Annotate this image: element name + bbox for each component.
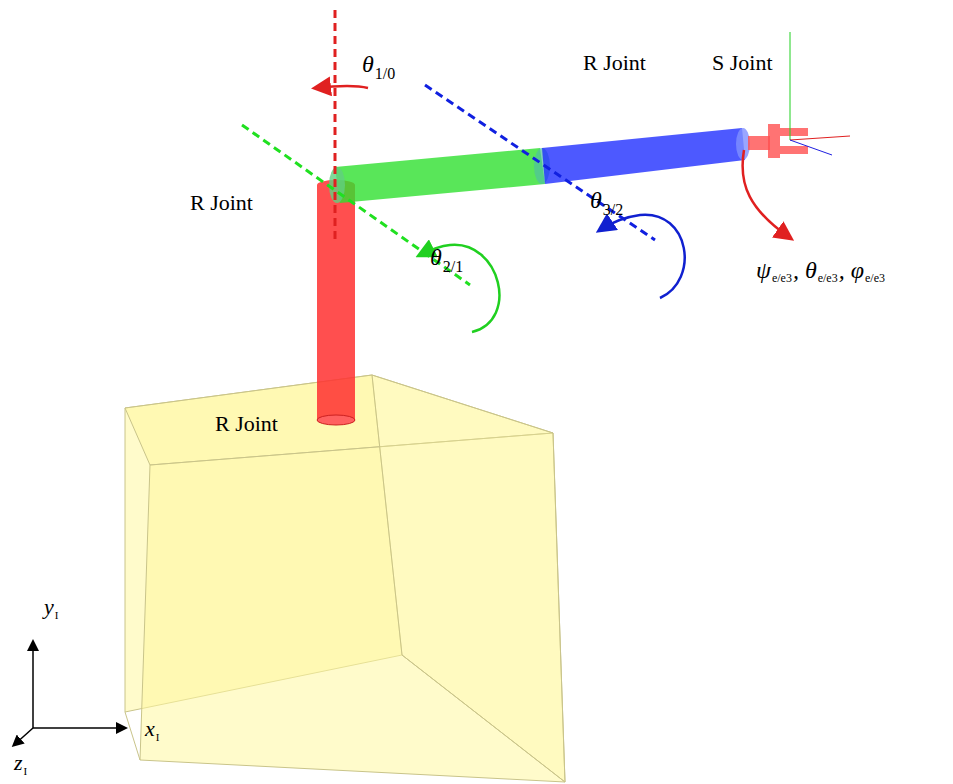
rotation-arrow bbox=[316, 86, 368, 88]
base-link bbox=[317, 180, 355, 425]
joint-axis bbox=[425, 85, 655, 240]
angle-symbol: θ bbox=[430, 245, 442, 269]
angle-symbol: , θ bbox=[793, 258, 817, 282]
angle-subscript: 3/2 bbox=[603, 202, 623, 218]
axis-subscript: I bbox=[55, 610, 59, 621]
angle-symbol: , φ bbox=[839, 258, 864, 282]
angle-subscript: e/e3 bbox=[865, 272, 885, 284]
forearm-link bbox=[542, 128, 750, 184]
joint-axis bbox=[242, 125, 470, 285]
joint-label: R Joint bbox=[215, 413, 278, 435]
axis-label: x bbox=[145, 718, 155, 740]
joint-axis bbox=[334, 10, 337, 240]
upper-arm-link bbox=[329, 148, 550, 203]
angle-symbol: θ bbox=[362, 52, 374, 76]
rotation-arrow bbox=[600, 215, 685, 298]
joint-label: R Joint bbox=[190, 192, 253, 214]
inertial-frame bbox=[14, 642, 125, 745]
angle-subscript: 1/0 bbox=[375, 66, 395, 82]
joint-label: S Joint bbox=[712, 52, 773, 74]
angle-symbol: θ bbox=[590, 188, 602, 212]
end-effector bbox=[748, 32, 850, 158]
angle-symbol: ψ bbox=[756, 258, 771, 282]
axis-label: z bbox=[14, 752, 23, 774]
rotation-arrow bbox=[743, 150, 790, 238]
angle-subscript: 2/1 bbox=[443, 259, 463, 275]
base-cube bbox=[125, 375, 565, 782]
axis-subscript: I bbox=[156, 732, 160, 743]
angle-subscript: e/e3 bbox=[772, 272, 792, 284]
axis-label: y bbox=[44, 596, 54, 618]
rotation-arrow bbox=[420, 245, 499, 332]
angle-subscript: e/e3 bbox=[818, 272, 838, 284]
joint-label: R Joint bbox=[583, 52, 646, 74]
axis-subscript: I bbox=[24, 766, 28, 777]
